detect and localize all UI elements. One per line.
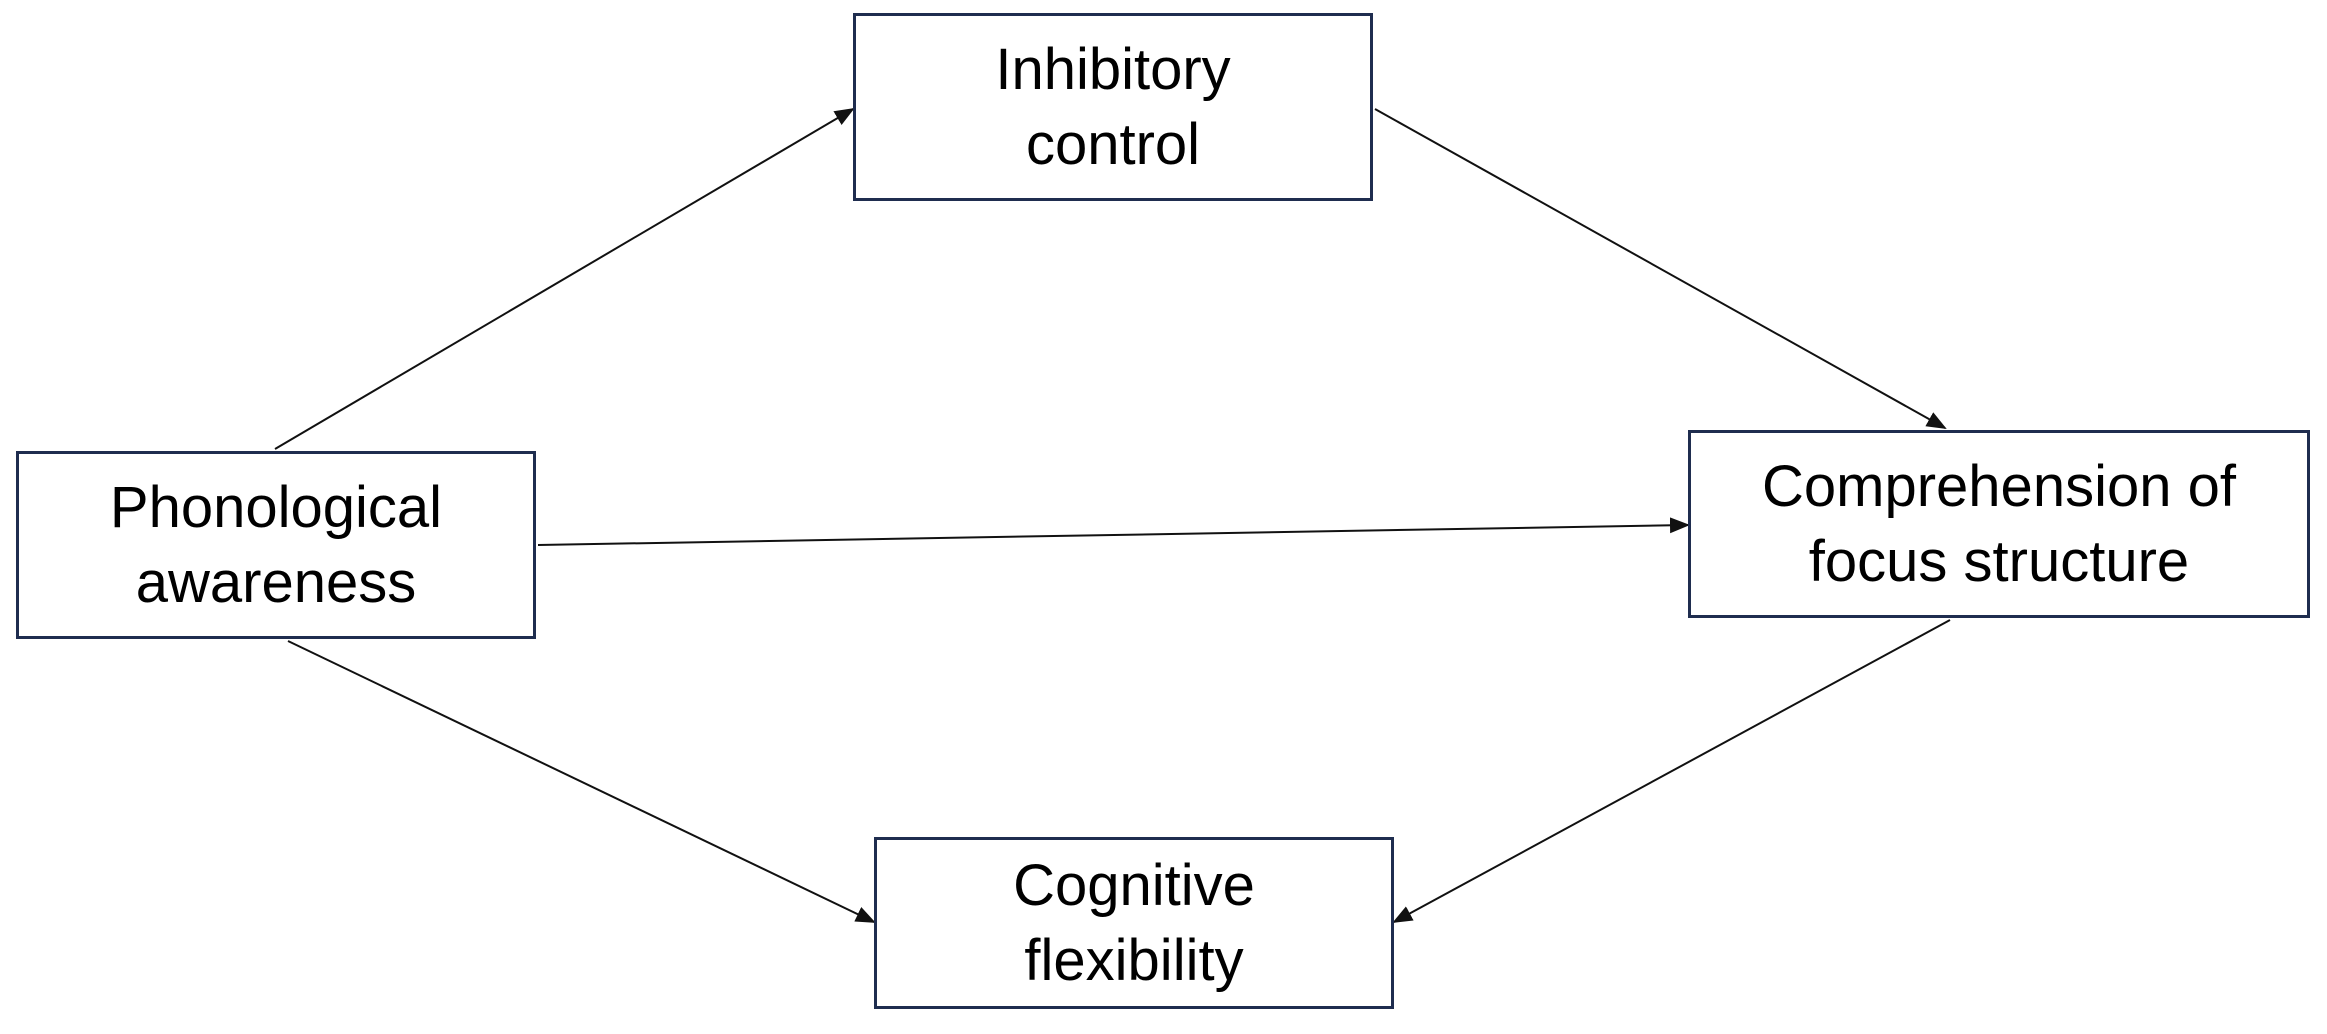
cognitive-flexibility-node: Cognitive flexibility — [874, 837, 1394, 1009]
arrow-inhibitory-to-comprehension — [1374, 108, 1947, 429]
comprehension-focus-node: Comprehension of focus structure — [1688, 430, 2310, 618]
arrow-comprehension-to-cognitive — [1392, 619, 1951, 923]
arrow-phonological-to-cognitive — [287, 640, 876, 923]
arrow-phonological-to-comprehension — [537, 517, 1690, 546]
phonological-awareness-label: Phonological awareness — [109, 474, 443, 615]
inhibitory-control-label: Inhibitory control — [995, 36, 1231, 177]
inhibitory-control-node: Inhibitory control — [853, 13, 1373, 201]
phonological-awareness-node: Phonological awareness — [16, 451, 536, 639]
arrow-phonological-to-inhibitory — [274, 107, 855, 450]
comprehension-focus-label: Comprehension of focus structure — [1762, 453, 2236, 594]
cognitive-flexibility-label: Cognitive flexibility — [1013, 852, 1255, 993]
